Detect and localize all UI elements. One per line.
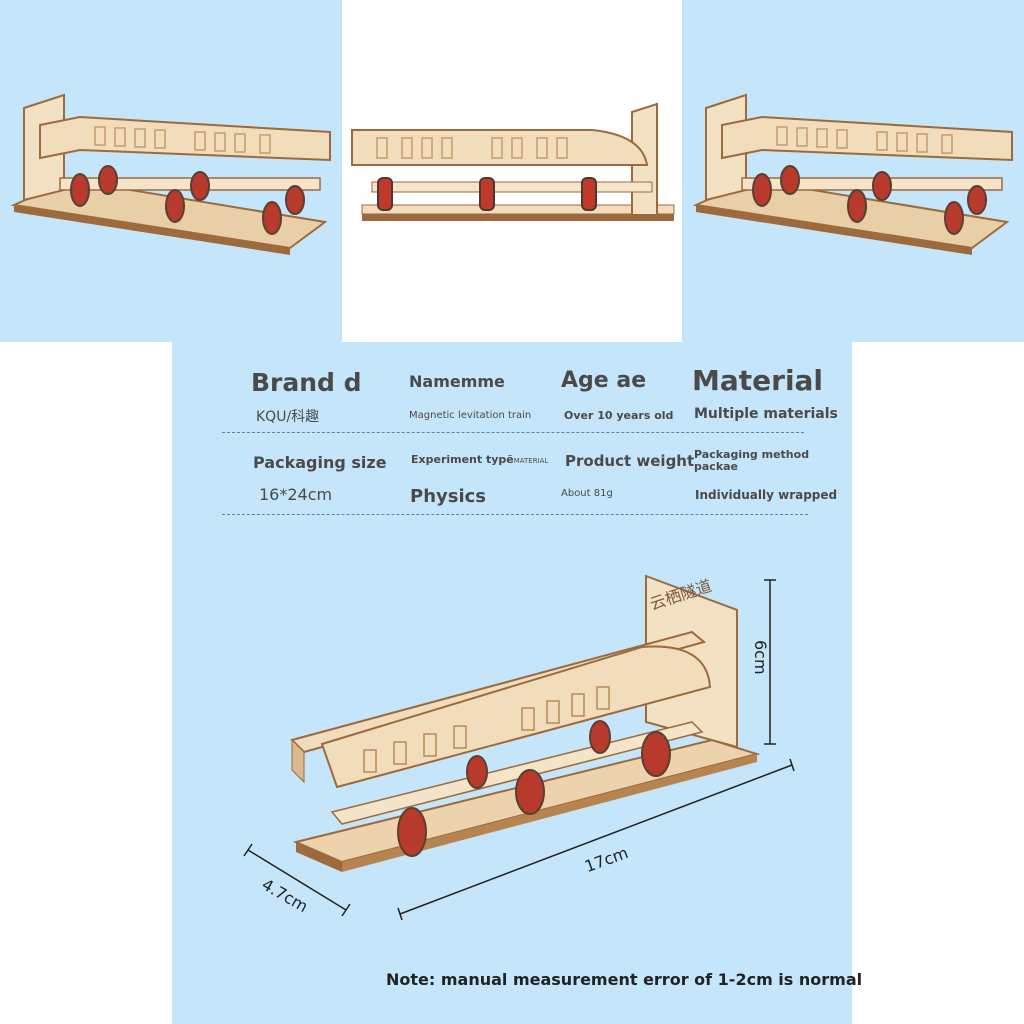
age-label: Age ae	[561, 368, 647, 393]
weight-label: Product weight	[565, 452, 695, 470]
train-model-image-right	[692, 93, 1013, 255]
brand-label: Brand d	[251, 368, 362, 397]
divider-2	[222, 514, 808, 515]
dimension-height: 6cm	[751, 640, 770, 675]
brand-value: KQU/科趣	[256, 409, 320, 425]
train-model-illustration: 云栖隧道	[243, 574, 795, 921]
photo-panel-center	[342, 0, 682, 342]
packaging-size-label: Packaging size	[253, 453, 387, 472]
weight-value: About 81g	[561, 488, 613, 499]
packaging-method-label: Packaging method	[694, 448, 810, 461]
train-model-image-center	[351, 102, 675, 221]
measurement-note: Note: manual measurement error of 1-2cm …	[386, 970, 863, 989]
spec-panel: Brand d KQU/科趣 Namemme Magnetic levitati…	[172, 342, 862, 1024]
material-label: Material	[692, 364, 824, 397]
train-model-image-left	[10, 93, 331, 255]
name-label: Namemme	[409, 372, 505, 391]
name-value: Magnetic levitation train	[409, 410, 532, 421]
packaging-method-label-2: packae	[694, 460, 739, 473]
experiment-type-label: Experiment typẽMATERIAL	[411, 453, 549, 466]
experiment-type-value: Physics	[410, 486, 487, 507]
photo-panel-left	[0, 0, 342, 342]
age-value: Over 10 years old	[564, 409, 674, 422]
packaging-size-value: 16*24cm	[259, 485, 333, 504]
packaging-method-value: Individually wrapped	[695, 488, 838, 502]
divider-1	[222, 432, 804, 433]
photo-panel-right	[682, 0, 1024, 342]
material-value: Multiple materials	[694, 406, 838, 422]
